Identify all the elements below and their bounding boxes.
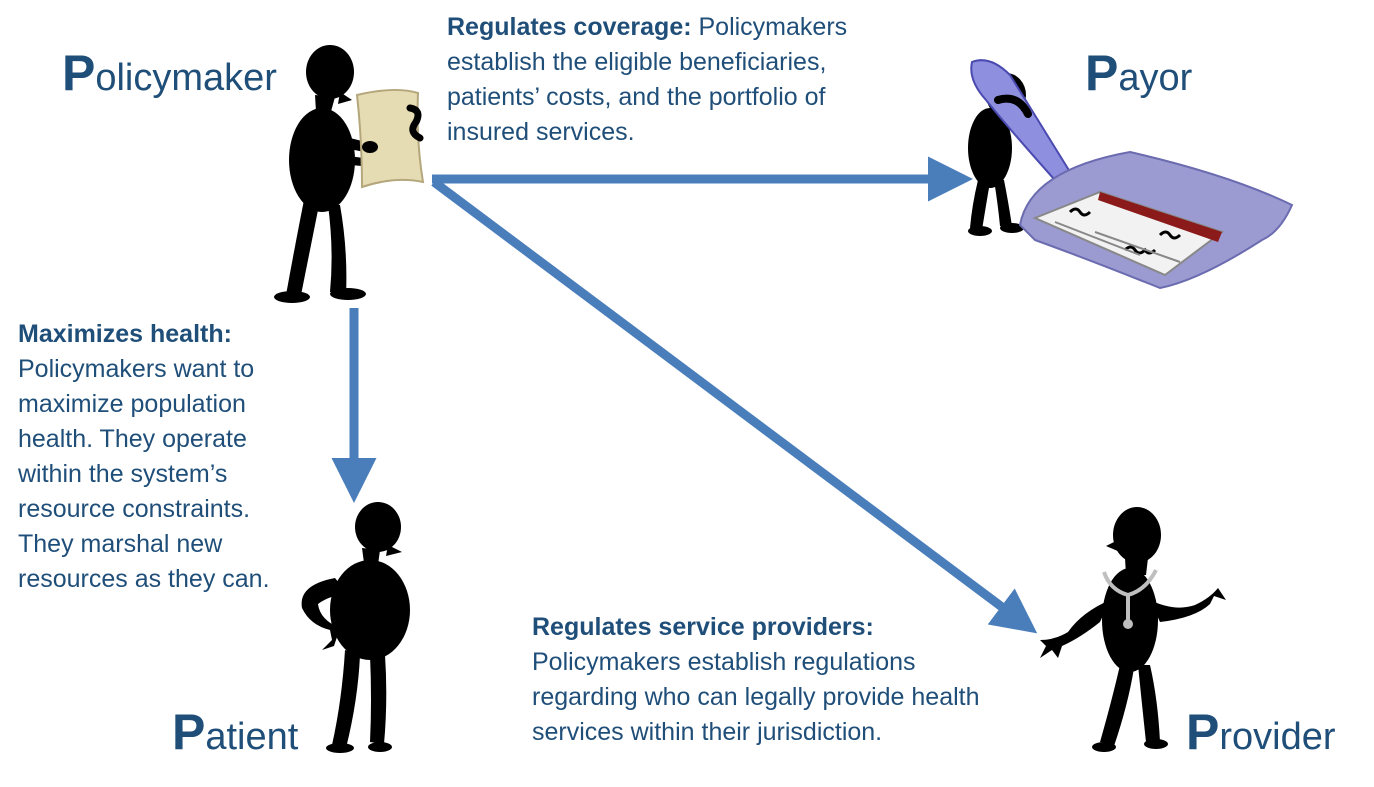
patient-figure [301, 502, 410, 753]
annotation-coverage: Regulates coverage: Policymakers establi… [447, 13, 854, 146]
label-payor: Payor [1085, 45, 1193, 101]
annotation-health: Maximizes health: Policymakers want to m… [17, 320, 270, 593]
arrow-policymaker-to-provider [431, 178, 1038, 634]
provider-figure [1040, 507, 1226, 752]
payor-figure [968, 59, 1294, 290]
scroll-icon [355, 89, 425, 189]
annotation-coverage-heading: Regulates coverage: [447, 13, 692, 41]
annotation-health-heading: Maximizes health: [18, 320, 232, 348]
label-provider: Provider [1186, 704, 1336, 760]
annotation-providers: Regulates service providers: Policymaker… [532, 613, 986, 746]
label-policymaker: Policymaker [62, 45, 277, 101]
stethoscope-icon [1102, 569, 1158, 620]
pen-icon [970, 59, 1077, 190]
annotation-providers-heading: Regulates service providers: [532, 613, 874, 641]
label-patient: Patient [172, 704, 299, 760]
policymaker-figure [274, 45, 425, 303]
